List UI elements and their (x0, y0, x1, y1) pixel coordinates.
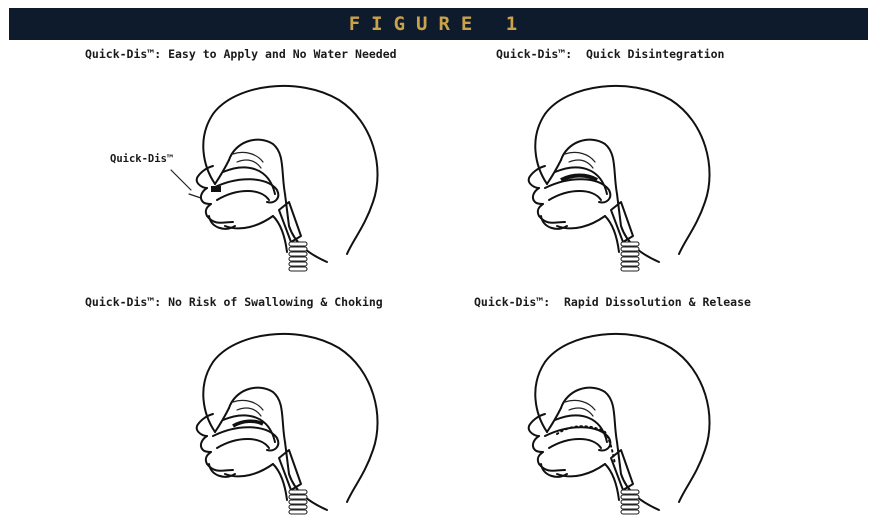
strip-adhered-icon (233, 421, 263, 426)
figure-frame: FIGURE 1 Quick-Dis™: Easy to Apply and N… (9, 8, 868, 516)
head-profile-icon-1 (177, 76, 387, 276)
panel-title-2: Quick-Dis™: Quick Disintegration (496, 47, 724, 61)
panel-title-1: Quick-Dis™: Easy to Apply and No Water N… (85, 47, 397, 61)
panel-title-3: Quick-Dis™: No Risk of Swallowing & Chok… (85, 295, 383, 309)
head-profile-icon-3 (177, 324, 387, 516)
head-profile-icon-2 (509, 76, 719, 276)
quick-dis-callout: Quick-Dis™ (110, 153, 173, 165)
head-profile-icon-4 (509, 324, 719, 516)
figure-header: FIGURE 1 (9, 8, 868, 40)
strip-on-lip-icon (211, 186, 221, 192)
panel-title-4: Quick-Dis™: Rapid Dissolution & Release (474, 295, 751, 309)
dissolution-dots-icon (557, 426, 615, 464)
figure-title: FIGURE 1 (349, 13, 529, 35)
head-outline (197, 86, 378, 262)
